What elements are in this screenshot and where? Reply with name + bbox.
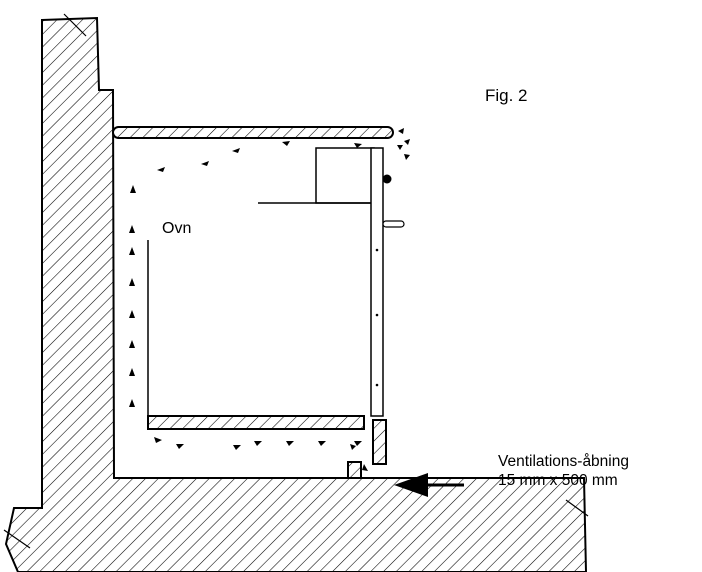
airflow-icon: [398, 128, 404, 134]
airflow-icon: [154, 437, 162, 443]
vent-label-line2: 15 mm x 500 mm: [498, 472, 618, 489]
break-mark-left: [3, 529, 31, 549]
airflow-icon: [201, 161, 209, 166]
airflow-icon: [354, 143, 362, 148]
airflow-icon: [362, 464, 368, 471]
bottom-shelf: [147, 415, 365, 430]
figure-label: Fig. 2: [485, 86, 528, 105]
airflow-icon: [286, 441, 294, 446]
airflow-icon: [350, 444, 356, 450]
airflow-icon: [354, 441, 362, 446]
oven-label: Ovn: [162, 220, 191, 237]
airflow-icon: [129, 225, 135, 233]
airflow-icon: [233, 445, 241, 450]
wall-and-floor: [4, 16, 588, 572]
airflow-icon: [129, 340, 135, 348]
break-mark-top: [63, 13, 87, 37]
oven-control-box: [315, 147, 375, 204]
airflow-icon: [397, 145, 403, 150]
airflow-icon: [176, 444, 184, 449]
oven: [147, 147, 405, 417]
plinth-panel: [372, 419, 387, 465]
left-arrow-icon: [394, 473, 464, 497]
airflow-icon: [129, 368, 135, 376]
countertop: [112, 126, 394, 139]
airflow-icon: [129, 310, 135, 318]
vent-label-line1: Ventilations-åbning: [498, 453, 629, 470]
airflow-icon: [129, 278, 135, 286]
break-mark-right: [565, 499, 589, 517]
floor-post: [347, 461, 362, 479]
airflow-icon: [232, 148, 240, 153]
airflow-icon: [254, 441, 262, 446]
airflow-icon: [404, 139, 410, 145]
airflow-icon: [404, 154, 410, 160]
oven-door-handle: [382, 220, 405, 228]
airflow-icon: [129, 399, 135, 407]
airflow-icon: [318, 441, 326, 446]
airflow-icon: [130, 185, 136, 193]
airflow-icon: [157, 167, 165, 172]
oven-knob-icon: [382, 174, 392, 184]
airflow-icon: [129, 247, 135, 255]
airflow-arrows: [129, 128, 410, 471]
airflow-icon: [282, 141, 290, 146]
oven-door: [370, 147, 384, 417]
